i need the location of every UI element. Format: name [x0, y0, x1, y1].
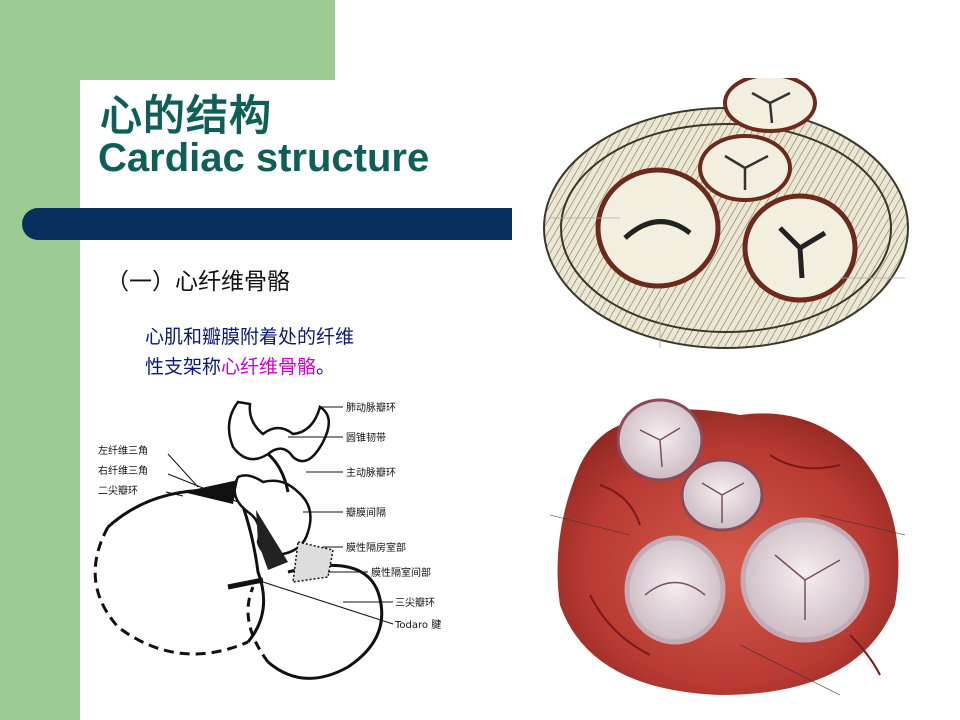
label-aortic-annulus: 主动脉瓣环 [346, 466, 396, 479]
heart-base-color-image [549, 398, 906, 696]
label-tricuspid-annulus: 三尖瓣环 [395, 596, 435, 609]
label-todaro-tendon: Todaro 腱 [394, 619, 441, 631]
mitral-ring-inner [236, 491, 266, 643]
description-text: 心肌和瓣膜附着处的纤维 性支架称心纤维骨骼。 [145, 322, 465, 382]
label-pulmonary-annulus: 肺动脉瓣环 [346, 401, 396, 414]
todaro-tendon [227, 577, 264, 590]
description-prefix: 性支架称 [145, 356, 222, 378]
description-line-2: 性支架称心纤维骨骼。 [145, 352, 465, 382]
title-divider-bar [22, 208, 512, 240]
slide-title-english: Cardiac structure [98, 136, 430, 180]
heart-base-engraving-image [543, 78, 909, 349]
membranous-septum [292, 541, 334, 583]
conus-ligament [266, 452, 290, 493]
label-right-trigone: 右纤维三角 [98, 464, 148, 477]
description-suffix: 。 [316, 356, 336, 378]
label-membranous-iv: 膜性隔室间部 [371, 566, 431, 579]
left-fibrous-trigone [183, 480, 238, 504]
label-conus-ligament: 圆锥韧带 [346, 432, 386, 444]
mitral-ring-dashed [93, 526, 249, 656]
fibrous-skeleton-diagram: 左纤维三角 右纤维三角 二尖瓣环 肺动脉瓣环 圆锥韧带 主动脉瓣环 瓣膜间隔 膜… [93, 400, 441, 680]
label-valve-septum: 瓣膜间隔 [346, 506, 386, 519]
pulmonary-annulus [227, 400, 330, 463]
tricuspid-ring-solid [267, 563, 384, 680]
description-highlight: 心纤维骨骼 [221, 356, 317, 378]
label-mitral-annulus: 二尖瓣环 [98, 484, 138, 497]
right-fibrous-trigone [256, 510, 288, 570]
section-heading: （一）心纤维骨骼 [106, 269, 290, 295]
description-line-1: 心肌和瓣膜附着处的纤维 [145, 326, 355, 348]
top-green-band [80, 0, 335, 80]
label-membranous-av: 膜性隔房室部 [346, 541, 406, 554]
slide-title-chinese: 心的结构 [100, 91, 273, 140]
left-green-band [0, 0, 80, 720]
label-left-trigone: 左纤维三角 [98, 444, 148, 457]
